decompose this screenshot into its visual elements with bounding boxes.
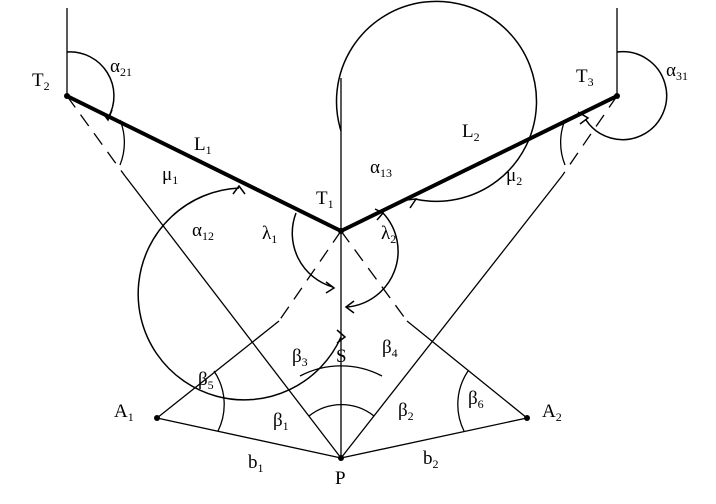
arc-mu2: [559, 119, 566, 166]
label-b1: b1: [248, 452, 264, 475]
label-t3: T3: [576, 66, 594, 89]
label-alpha21: α21: [110, 56, 132, 79]
point-a2-marker: [524, 415, 530, 421]
arc-beta5: [213, 370, 225, 432]
arc-lambda2: [346, 212, 399, 308]
label-t1: T1: [316, 188, 334, 211]
arrowhead-alpha21: [101, 109, 113, 122]
point-t1-marker: [338, 228, 344, 234]
label-b2: b2: [423, 448, 439, 471]
arrowhead-alpha12-end: [336, 329, 347, 344]
label-beta1: β1: [273, 410, 289, 433]
arrowhead-l2: [374, 208, 385, 221]
point-p-marker: [338, 455, 344, 461]
point-a1-marker: [154, 415, 160, 421]
arc-beta6: [457, 370, 469, 432]
arc-alpha13: [335, 0, 538, 203]
label-beta5: β5: [198, 369, 214, 392]
label-l1: L1: [194, 134, 212, 157]
label-a1: A1: [114, 401, 134, 424]
label-alpha12: α12: [192, 220, 214, 243]
label-t2: T2: [32, 70, 50, 93]
label-lambda2: λ2: [381, 223, 396, 246]
arrowhead-alpha13: [405, 198, 418, 209]
leg-l2: [339, 94, 619, 233]
arc-mu1: [119, 119, 126, 166]
label-beta6: β6: [468, 388, 484, 411]
line-a2-t1: [406, 320, 528, 419]
arc-beta3-beta4: [299, 365, 383, 377]
dash-t3: [561, 95, 618, 177]
label-mu2: μ2: [506, 165, 522, 188]
arrowhead-lambda1: [325, 281, 336, 294]
arc-lambda1: [291, 212, 334, 288]
label-beta4: β4: [382, 337, 398, 360]
point-t2-marker: [64, 93, 70, 99]
label-p: P: [335, 468, 346, 489]
arc-alpha12: [137, 187, 342, 401]
dash-t1-a2: [340, 230, 408, 322]
line-p-t2: [124, 175, 342, 459]
arc-beta1-beta2: [308, 403, 375, 417]
label-s: S: [336, 346, 347, 367]
dash-t1-a1: [278, 230, 342, 322]
label-lambda1: λ1: [262, 223, 277, 246]
label-alpha31: α31: [666, 60, 688, 83]
line-p-a1: [156, 417, 342, 459]
label-alpha13: α13: [370, 157, 392, 180]
label-mu1: μ1: [162, 164, 178, 187]
label-a2: A2: [542, 401, 562, 424]
point-t3-marker: [614, 93, 620, 99]
line-p-t3: [340, 175, 563, 459]
label-l2: L2: [462, 121, 480, 144]
arc-alpha31: [585, 50, 668, 141]
dash-t2: [66, 95, 126, 177]
line-a1-t1: [156, 320, 280, 419]
line-p-a2: [340, 417, 528, 459]
arrowhead-lambda2: [344, 300, 355, 314]
arrowhead-alpha31: [577, 111, 590, 125]
label-beta3: β3: [292, 346, 308, 369]
arc-alpha21: [66, 51, 115, 119]
label-beta2: β2: [398, 400, 414, 423]
leg-l1: [65, 94, 343, 233]
arrowhead-alpha12: [232, 184, 246, 195]
